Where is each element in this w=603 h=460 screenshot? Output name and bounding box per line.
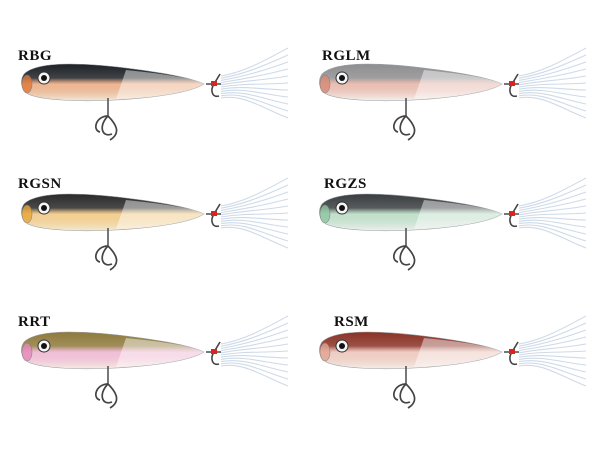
feather-tail [518, 47, 587, 119]
rear-hook [504, 341, 519, 366]
lure-card-rbg: RBG [16, 40, 306, 180]
lure-body [21, 331, 205, 370]
lure-image [21, 315, 289, 409]
clear-section [414, 200, 502, 229]
eye-pupil [41, 205, 47, 211]
lure-card-rrt: RRT [16, 308, 306, 448]
lure-image [319, 315, 587, 409]
eye-pupil [339, 75, 345, 81]
belly-hook [95, 98, 118, 141]
clear-section [116, 338, 204, 367]
lure-card-rgzs: RGZS [314, 170, 603, 310]
lure-code: RGLM [322, 48, 371, 64]
belly-hook [393, 228, 416, 271]
lure-body [21, 193, 205, 232]
feather-tail [518, 315, 587, 387]
rear-hook [504, 203, 519, 228]
popper-mouth [21, 204, 33, 224]
belly-hook [393, 98, 416, 141]
popper-mouth [319, 204, 331, 224]
rear-hook [206, 203, 221, 228]
feather-tail [220, 47, 289, 119]
popper-mouth [319, 74, 331, 94]
lure-card-rgsn: RGSN [16, 170, 306, 310]
lure-body [21, 63, 205, 102]
lure-image [319, 47, 587, 141]
clear-section [116, 200, 204, 229]
clear-section [414, 70, 502, 99]
eye-pupil [339, 205, 345, 211]
feather-tail [220, 177, 289, 249]
lure-body [319, 63, 503, 102]
belly-hook [95, 228, 118, 271]
clear-section [116, 70, 204, 99]
rear-hook [206, 341, 221, 366]
lure-body [319, 331, 503, 370]
feather-tail [220, 315, 289, 387]
lure-card-rglm: RGLM [314, 40, 603, 180]
lure-card-rsm: RSM [314, 308, 603, 448]
popper-mouth [319, 342, 331, 362]
clear-section [414, 338, 502, 367]
lure-code: RGSN [18, 176, 62, 192]
lure-image [21, 177, 289, 271]
lure-code: RSM [334, 314, 369, 330]
belly-hook [393, 366, 416, 409]
lure-image [21, 47, 289, 141]
feather-tail [518, 177, 587, 249]
popper-mouth [21, 74, 33, 94]
lure-code: RRT [18, 314, 51, 330]
belly-hook [95, 366, 118, 409]
lure-code: RBG [18, 48, 53, 64]
lure-code: RGZS [324, 176, 367, 192]
lure-image [319, 177, 587, 271]
eye-pupil [41, 343, 47, 349]
eye-pupil [339, 343, 345, 349]
popper-mouth [21, 342, 33, 362]
rear-hook [206, 73, 221, 98]
lure-body [319, 193, 503, 232]
rear-hook [504, 73, 519, 98]
eye-pupil [41, 75, 47, 81]
